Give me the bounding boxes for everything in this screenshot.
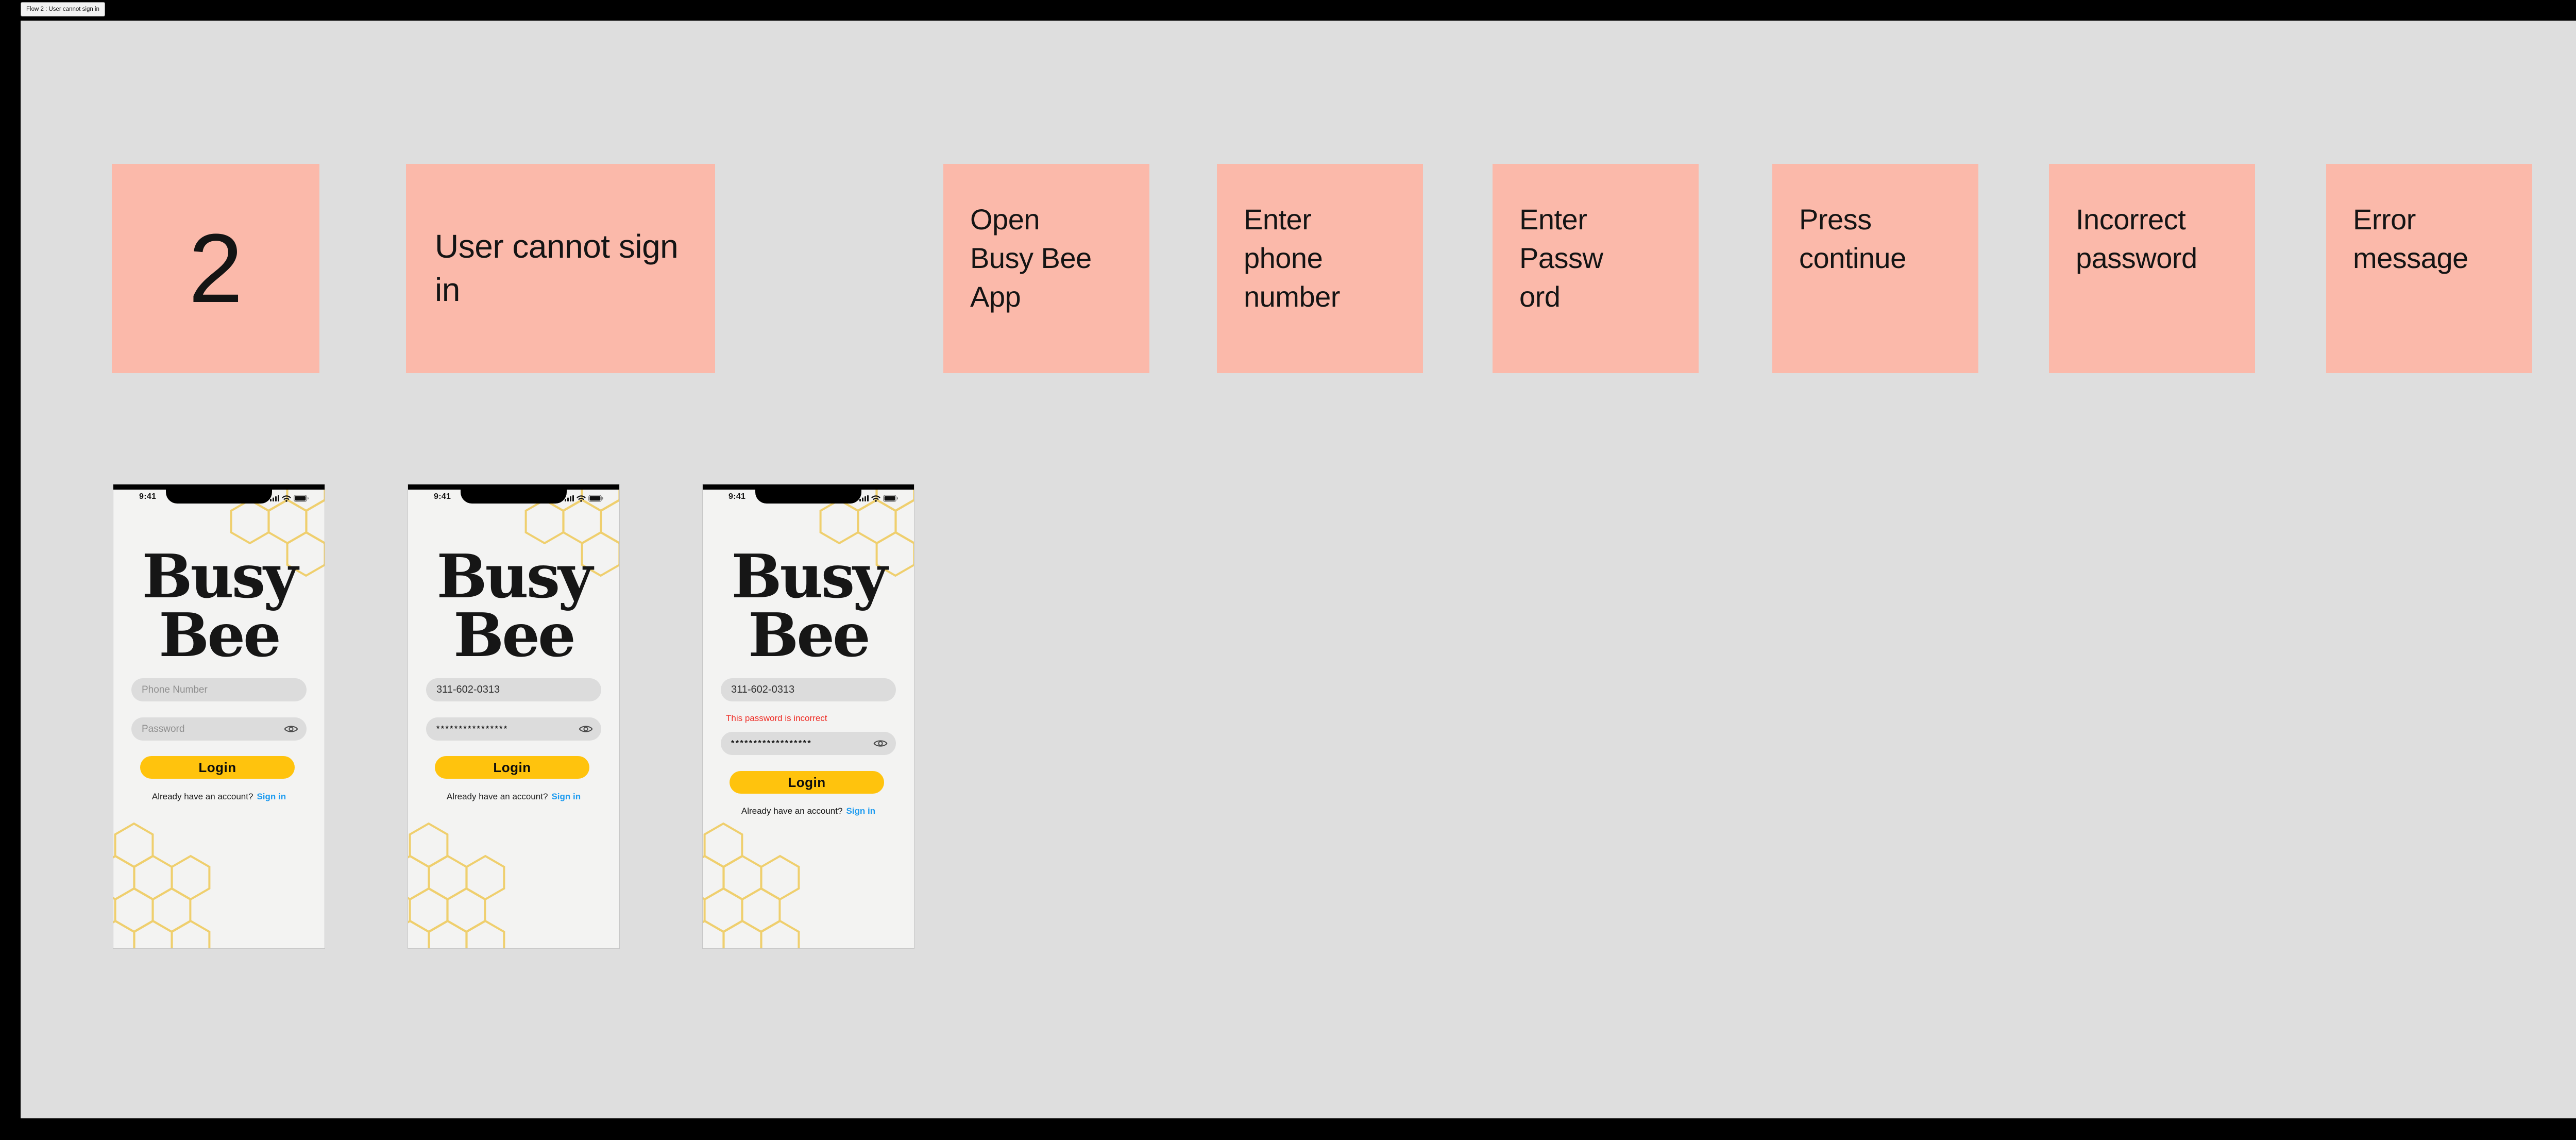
phone-number-input[interactable]: Phone Number: [131, 678, 307, 701]
flow-tab-label: Flow 2 : User cannot sign in: [26, 6, 99, 12]
password-value: ****************: [436, 724, 509, 733]
wifi-icon: [577, 495, 586, 502]
status-time: 9:41: [139, 492, 157, 501]
signin-footer: Already have an account?Sign in: [408, 792, 619, 802]
phone-number-placeholder: Phone Number: [142, 684, 208, 695]
status-time: 9:41: [728, 492, 746, 501]
sticky-note-step-incorrect-password[interactable]: Incorrect password: [2049, 164, 2255, 373]
password-value: ******************: [731, 739, 812, 748]
password-input[interactable]: ******************: [721, 732, 896, 755]
status-icons: [565, 495, 604, 502]
phone-notch: [755, 484, 861, 504]
signin-footer: Already have an account?Sign in: [703, 806, 914, 816]
login-button[interactable]: Login: [140, 756, 295, 779]
sticky-note-step-open-app[interactable]: Open Busy Bee App: [943, 164, 1149, 373]
phone-number-value: 311-602-0313: [731, 684, 795, 695]
phone-number-value: 311-602-0313: [436, 684, 500, 695]
sticky-label: Press continue: [1799, 203, 1906, 274]
footer-text: Already have an account?: [446, 792, 548, 801]
sticky-note-flow-number[interactable]: 2: [112, 164, 319, 373]
sticky-note-step-enter-password[interactable]: Enter Passw ord: [1493, 164, 1699, 373]
footer-text: Already have an account?: [741, 806, 843, 816]
sticky-label: Open Busy Bee App: [970, 203, 1092, 313]
eye-icon[interactable]: [284, 724, 298, 734]
sticky-label: User cannot sign in: [435, 228, 679, 308]
sign-in-link[interactable]: Sign in: [551, 792, 581, 801]
status-time: 9:41: [434, 492, 451, 501]
sticky-note-flow-title[interactable]: User cannot sign in: [406, 164, 715, 373]
status-icons: [270, 495, 309, 502]
sticky-label: Incorrect password: [2076, 203, 2197, 274]
sign-in-link[interactable]: Sign in: [257, 792, 286, 801]
battery-icon: [588, 495, 603, 502]
phone-number-input[interactable]: 311-602-0313: [426, 678, 601, 701]
wifi-icon: [282, 495, 291, 502]
sticky-label: Error message: [2353, 203, 2468, 274]
password-error-message: This password is incorrect: [726, 713, 827, 723]
password-input[interactable]: ****************: [426, 717, 601, 741]
phone-notch: [461, 484, 567, 504]
phone-notch: [166, 484, 272, 504]
sticky-note-step-press-continue[interactable]: Press continue: [1772, 164, 1978, 373]
status-icons: [859, 495, 899, 502]
password-placeholder: Password: [142, 723, 185, 734]
footer-text: Already have an account?: [151, 792, 253, 801]
sign-in-link[interactable]: Sign in: [846, 806, 876, 816]
signin-footer: Already have an account? Sign in: [113, 792, 325, 802]
battery-icon: [294, 495, 309, 502]
sticky-note-step-error-message[interactable]: Error message: [2326, 164, 2532, 373]
sticky-label: Enter Passw ord: [1519, 203, 1603, 313]
signal-bars-icon: [270, 495, 279, 501]
wifi-icon: [871, 495, 880, 502]
eye-icon[interactable]: [873, 738, 888, 749]
battery-icon: [883, 495, 898, 502]
signal-bars-icon: [859, 495, 869, 501]
login-button[interactable]: Login: [730, 771, 884, 794]
eye-icon[interactable]: [579, 724, 593, 734]
sticky-note-step-enter-phone[interactable]: Enter phone number: [1217, 164, 1423, 373]
login-button[interactable]: Login: [435, 756, 589, 779]
password-input[interactable]: Password: [131, 717, 307, 741]
flow-tab[interactable]: Flow 2 : User cannot sign in: [21, 2, 105, 16]
sticky-label: Enter phone number: [1244, 203, 1340, 313]
signal-bars-icon: [565, 495, 574, 501]
phone-number-input[interactable]: 311-602-0313: [721, 678, 896, 701]
sticky-label: 2: [188, 214, 243, 323]
